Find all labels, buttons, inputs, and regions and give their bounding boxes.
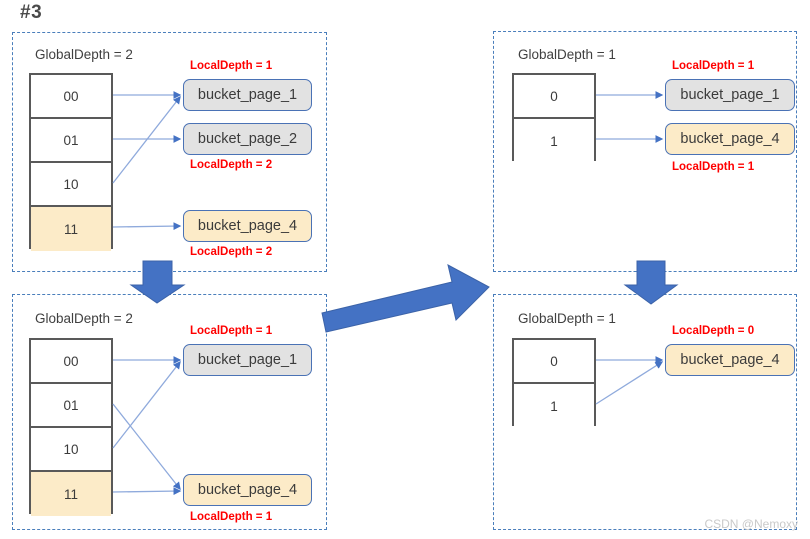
- local-depth-label: LocalDepth = 1: [672, 60, 755, 72]
- global-depth-bottom-left: GlobalDepth = 2: [35, 311, 133, 326]
- directory-entry[interactable]: 01: [31, 384, 111, 428]
- global-depth-bottom-right: GlobalDepth = 1: [518, 311, 616, 326]
- global-depth-top-left: GlobalDepth = 2: [35, 47, 133, 62]
- step-label: #3: [20, 2, 43, 23]
- directory-table-top-left: 00 01 10 11: [29, 73, 113, 251]
- directory-entry[interactable]: 1: [514, 384, 594, 428]
- directory-entry[interactable]: 01: [31, 119, 111, 163]
- directory-entry[interactable]: 10: [31, 163, 111, 207]
- local-depth-label: LocalDepth = 1: [672, 161, 755, 173]
- directory-entry[interactable]: 11: [31, 207, 111, 251]
- directory-table-top-right: 0 1: [512, 73, 596, 163]
- local-depth-label: LocalDepth = 0: [672, 325, 755, 337]
- bucket-page-box[interactable]: bucket_page_1: [665, 79, 795, 111]
- directory-entry[interactable]: 11: [31, 472, 111, 516]
- bucket-page-box[interactable]: bucket_page_4: [183, 474, 312, 506]
- bucket-page-box[interactable]: bucket_page_1: [183, 79, 312, 111]
- bucket-page-box[interactable]: bucket_page_4: [665, 344, 795, 376]
- directory-entry[interactable]: 1: [514, 119, 594, 163]
- bucket-page-box[interactable]: bucket_page_4: [183, 210, 312, 242]
- bucket-page-box[interactable]: bucket_page_2: [183, 123, 312, 155]
- directory-table-bottom-right: 0 1: [512, 338, 596, 428]
- local-depth-label: LocalDepth = 1: [190, 325, 273, 337]
- local-depth-label: LocalDepth = 2: [190, 246, 273, 258]
- local-depth-label: LocalDepth = 1: [190, 511, 273, 523]
- directory-entry[interactable]: 0: [514, 75, 594, 119]
- local-depth-label: LocalDepth = 1: [190, 60, 273, 72]
- directory-entry[interactable]: 00: [31, 75, 111, 119]
- directory-entry[interactable]: 00: [31, 340, 111, 384]
- directory-entry[interactable]: 0: [514, 340, 594, 384]
- watermark: CSDN @Nemoxy: [704, 517, 798, 531]
- local-depth-label: LocalDepth = 2: [190, 159, 273, 171]
- directory-entry[interactable]: 10: [31, 428, 111, 472]
- bucket-page-box[interactable]: bucket_page_1: [183, 344, 312, 376]
- global-depth-top-right: GlobalDepth = 1: [518, 47, 616, 62]
- directory-table-bottom-left: 00 01 10 11: [29, 338, 113, 516]
- bucket-page-box[interactable]: bucket_page_4: [665, 123, 795, 155]
- arrow-diagonal-to-top-right: [321, 264, 490, 333]
